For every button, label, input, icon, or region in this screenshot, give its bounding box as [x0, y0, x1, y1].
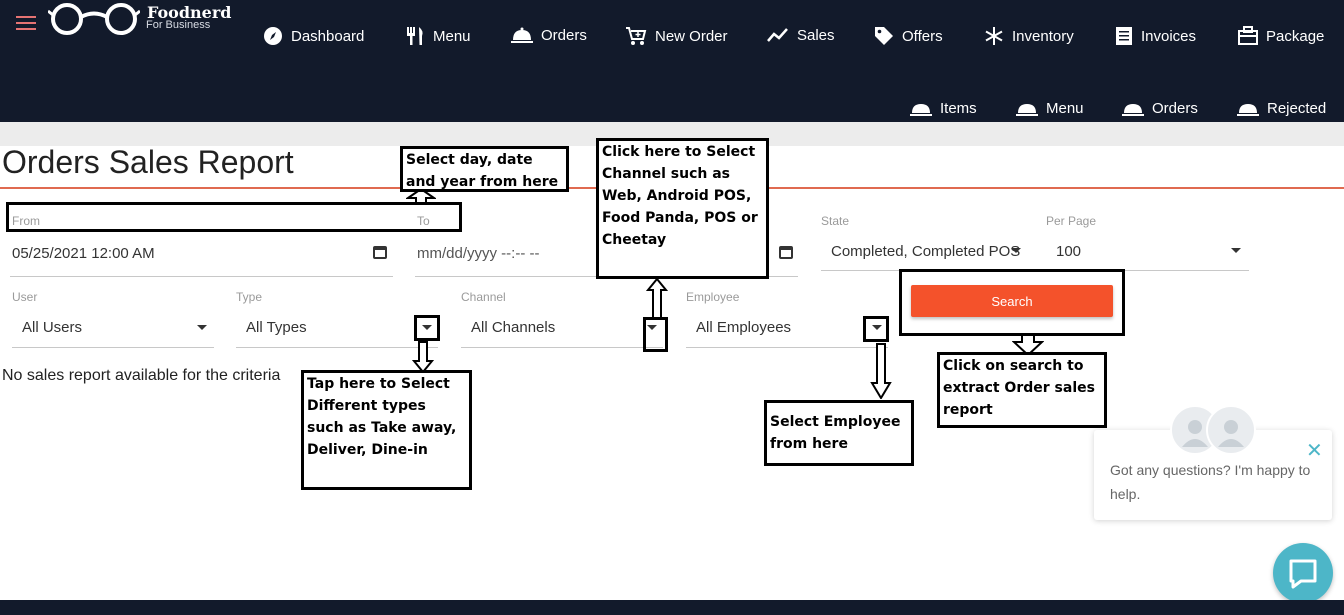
nav-orders[interactable]: Orders	[511, 26, 587, 44]
employee-underline	[686, 347, 888, 348]
nav-package[interactable]: Package	[1238, 26, 1324, 46]
state-select[interactable]: Completed, Completed POS	[831, 243, 1021, 260]
subnav-orders[interactable]: Orders	[1122, 100, 1198, 117]
per-page-underline	[1046, 270, 1249, 271]
channel-select[interactable]: All Channels	[471, 319, 556, 336]
chevron-down-icon[interactable]	[422, 325, 432, 330]
subnav-rejected[interactable]: Rejected	[1237, 100, 1326, 117]
nav-new-order[interactable]: New Order	[625, 26, 728, 46]
user-select[interactable]: All Users	[22, 319, 83, 336]
down-arrow-icon	[412, 341, 434, 373]
compass-icon	[264, 27, 282, 45]
hamburger-menu-icon[interactable]	[16, 16, 36, 32]
nav-label: Menu	[433, 27, 471, 45]
tag-icon	[875, 27, 893, 45]
chevron-down-icon[interactable]	[647, 325, 657, 330]
user-underline	[12, 347, 214, 348]
nav-offers[interactable]: Offers	[874, 26, 943, 46]
nav-label: Package	[1266, 27, 1325, 45]
nav-label: Inventory	[1012, 27, 1074, 45]
chevron-down-icon[interactable]	[197, 325, 207, 330]
snowflake-icon	[985, 27, 1003, 45]
type-underline	[236, 347, 438, 348]
subnav-items[interactable]: Items	[910, 100, 977, 117]
to-date-input[interactable]: mm/dd/yyyy --:-- --	[417, 245, 540, 262]
page-title: Orders Sales Report	[2, 144, 294, 180]
annotation-date: Select day, date and year from here	[400, 146, 569, 192]
nav-label: Sales	[797, 26, 835, 44]
cloche-icon	[1122, 103, 1144, 116]
annotation-search: Click on search to extract Order sales r…	[937, 352, 1107, 428]
cloche-icon	[511, 27, 533, 43]
user-label: User	[12, 290, 38, 304]
state-label: State	[821, 214, 850, 228]
subnav-menu[interactable]: Menu	[1016, 100, 1084, 117]
bottom-bar	[0, 600, 1344, 615]
nav-label: Orders	[541, 26, 587, 44]
cloche-icon	[910, 103, 932, 116]
brand-subtitle: For Business	[146, 19, 211, 31]
avatar	[1206, 405, 1256, 455]
cloche-icon	[1016, 103, 1038, 116]
annotation-highlight-search	[899, 269, 1125, 336]
calendar-icon[interactable]	[779, 246, 793, 259]
subnav-label: Menu	[1046, 100, 1084, 117]
nav-menu[interactable]: Menu	[405, 26, 471, 46]
trend-line-icon	[767, 28, 788, 42]
employee-select[interactable]: All Employees	[696, 319, 792, 336]
annotation-type: Tap here to Select Different types such …	[301, 370, 472, 490]
channel-label: Channel	[461, 290, 506, 304]
up-arrow-icon	[406, 188, 436, 204]
top-navbar	[0, 0, 1344, 122]
cart-plus-icon	[626, 27, 647, 45]
chat-launcher-button[interactable]	[1273, 543, 1333, 603]
from-label: From	[12, 214, 40, 228]
employee-label: Employee	[686, 290, 740, 304]
nav-label: Offers	[902, 27, 943, 45]
annotation-highlight-type	[414, 315, 440, 341]
chat-bubble-icon	[1289, 559, 1317, 589]
channel-underline	[461, 347, 663, 348]
nav-label: New Order	[655, 27, 728, 45]
down-arrow-icon	[870, 343, 892, 399]
nav-inventory[interactable]: Inventory	[984, 26, 1074, 46]
annotation-employee: Select Employee from here	[764, 400, 914, 466]
chevron-down-icon[interactable]	[1231, 248, 1241, 253]
subnav-label: Rejected	[1267, 100, 1327, 117]
to-label: To	[417, 214, 430, 228]
package-icon	[1238, 26, 1258, 45]
chevron-down-icon[interactable]	[872, 325, 882, 330]
up-arrow-icon	[646, 278, 668, 320]
annotation-highlight-from	[6, 202, 462, 232]
subnav-label: Items	[940, 100, 977, 117]
calendar-icon[interactable]	[373, 246, 387, 259]
chat-message: Got any questions? I'm happy to help.	[1110, 462, 1311, 502]
cloche-icon	[1237, 103, 1259, 116]
nav-label: Invoices	[1141, 27, 1197, 45]
nav-dashboard[interactable]: Dashboard	[263, 26, 364, 46]
down-arrow-icon	[1012, 334, 1044, 356]
empty-results-message: No sales report available for the criter…	[2, 367, 281, 384]
nav-invoices[interactable]: Invoices	[1115, 26, 1196, 46]
annotation-highlight-employee	[863, 316, 889, 342]
search-button[interactable]: Search	[911, 285, 1113, 317]
nav-sales[interactable]: Sales	[767, 26, 835, 44]
brand-name: Foodnerd	[147, 3, 232, 22]
glasses-logo-icon	[48, 3, 140, 35]
from-underline	[10, 276, 393, 277]
subnav-label: Orders	[1152, 100, 1198, 117]
per-page-select[interactable]: 100	[1056, 243, 1082, 260]
from-date-input[interactable]: 05/25/2021 12:00 AM	[12, 245, 155, 262]
invoice-icon	[1116, 27, 1132, 45]
fork-knife-icon	[407, 27, 423, 45]
chevron-down-icon[interactable]	[1011, 248, 1021, 253]
type-label: Type	[236, 290, 263, 304]
annotation-channel: Click here to Select Channel such as Web…	[596, 138, 769, 279]
close-icon[interactable]: ✕	[1306, 440, 1323, 462]
type-select[interactable]: All Types	[246, 319, 307, 336]
annotation-highlight-channel	[643, 317, 668, 352]
per-page-label: Per Page	[1046, 214, 1097, 228]
nav-label: Dashboard	[291, 27, 365, 45]
